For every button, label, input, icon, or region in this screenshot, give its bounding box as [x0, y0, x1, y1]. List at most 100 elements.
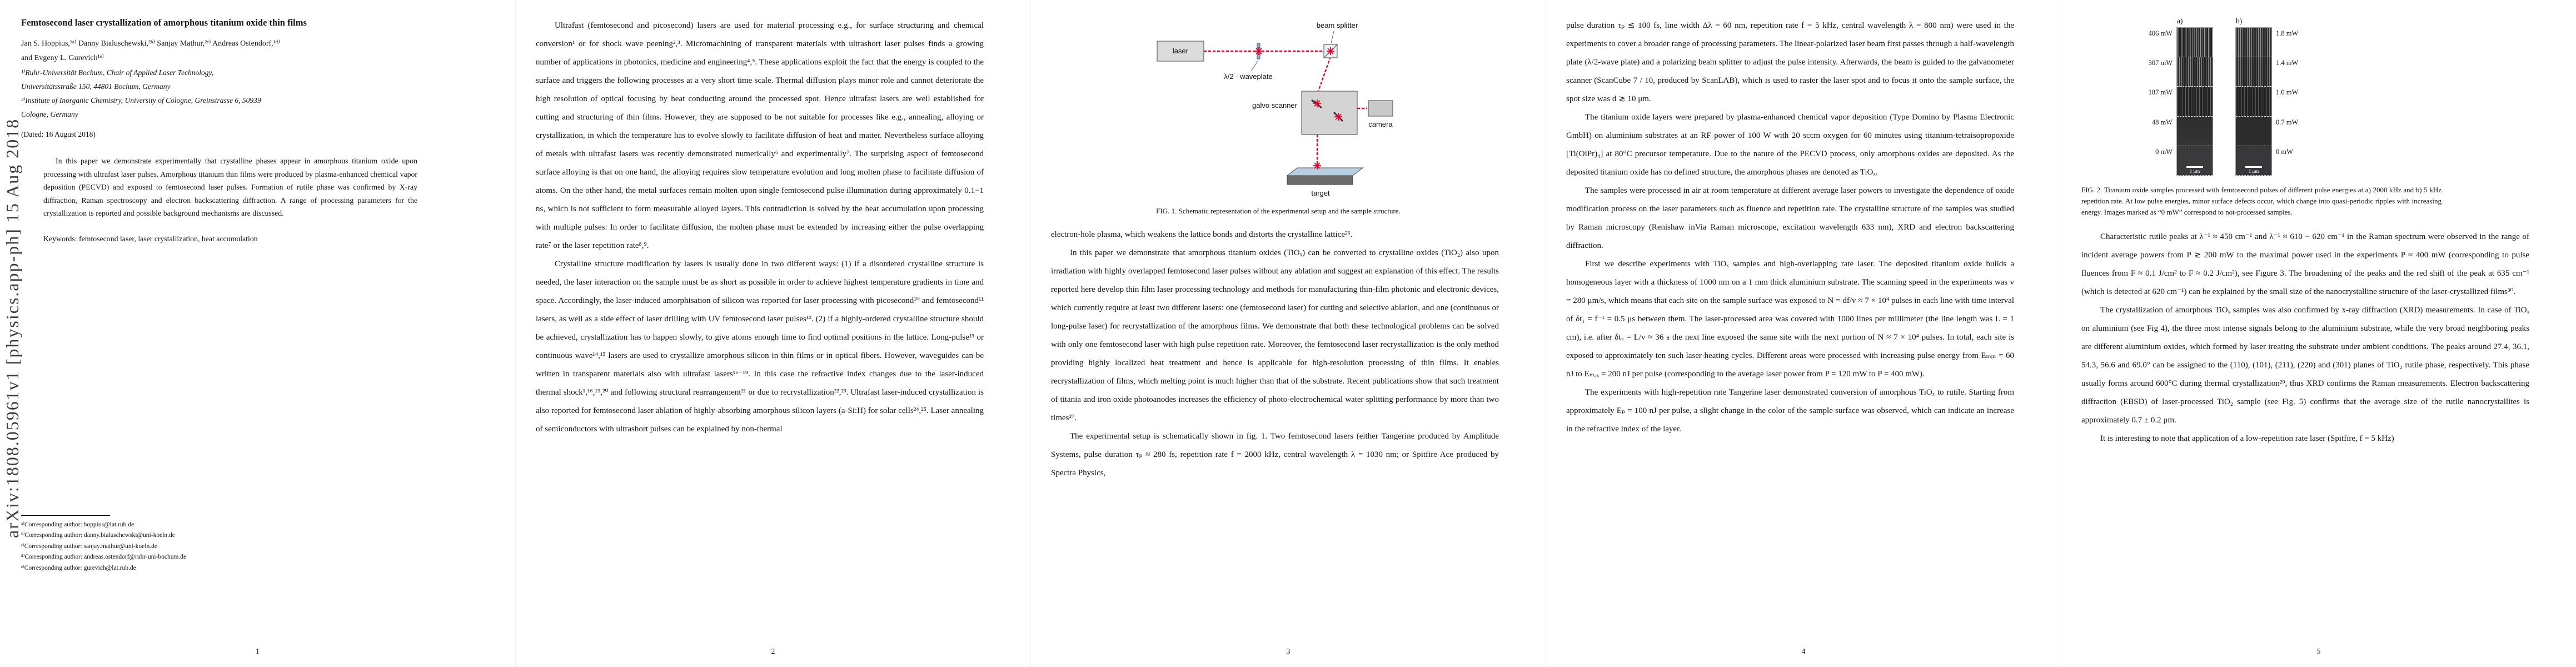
paper-title: Femtosecond laser crystallization of amo…: [21, 17, 307, 28]
paragraph: The samples were processed in air at roo…: [1566, 186, 2014, 250]
power-label: 0.7 mW: [2276, 118, 2299, 126]
power-labels-b: 1.8 mW 1.4 mW 1.0 mW 0.7 mW 0 mW: [2271, 28, 2318, 176]
page-number-3: 3: [1286, 647, 1291, 655]
authors-line-1: Jan S. Hoppius,¹ᵃ⁾ Danny Bialuschewski,²…: [21, 39, 280, 48]
footnote-c: ᶜ⁾Corresponding author: sanjay.mathur@un…: [21, 542, 157, 550]
page-1: arXiv:1808.05961v1 [physics.app-ph] 15 A…: [0, 0, 515, 667]
paragraph: electron-hole plasma, which weakens the …: [1051, 230, 1353, 239]
power-label: 406 mW: [2148, 29, 2173, 37]
paragraph: The titanium oxide layers were prepared …: [1566, 113, 2014, 177]
laser-label: laser: [1173, 47, 1189, 55]
authors-line-2: and Evgeny L. Gurevich¹ᵉ⁾: [21, 54, 104, 62]
scale-bar-line: [2245, 166, 2262, 168]
page-2-body: Ultrafast (femtosecond and picosecond) l…: [536, 17, 984, 439]
paragraph: The experiments with high-repetition rat…: [1566, 388, 2014, 434]
paragraph: The experimental setup is schematically …: [1051, 432, 1499, 477]
affiliation-1: ¹⁾Ruhr-Universität Bochum, Chair of Appl…: [21, 68, 214, 91]
keywords-line: Keywords: femtosecond laser, laser cryst…: [43, 234, 258, 243]
power-label: 307 mW: [2148, 59, 2173, 67]
target-sample: target: [1286, 161, 1364, 197]
paragraph: It is interesting to note that applicati…: [2100, 434, 2394, 443]
scale-bar-label: 1 μm: [2248, 168, 2259, 174]
sem-segment: [2177, 146, 2213, 176]
arxiv-watermark: arXiv:1808.05961v1 [physics.app-ph] 15 A…: [2, 118, 22, 538]
galvo-scanner-label: galvo scanner: [1252, 101, 1298, 109]
power-label: 187 mW: [2148, 88, 2173, 97]
beam-splitter-label: beam splitter: [1317, 21, 1358, 29]
sem-segment: [2236, 57, 2271, 87]
footnote-a: ᵃ⁾Corresponding author: hoppius@lat.rub.…: [21, 521, 134, 528]
beam-spark-icon: [1334, 112, 1343, 121]
beam-spark-icon: [1313, 99, 1322, 108]
laser-box: laser: [1157, 41, 1204, 62]
page-5-body: Characteristic rutile peaks at λ⁻¹ ≈ 450…: [2081, 228, 2529, 448]
galvo-scanner: galvo scanner: [1252, 91, 1358, 135]
footnote-e: ᵉ⁾Corresponding author: gurevich@lat.rub…: [21, 564, 136, 571]
affiliation-2: ²⁾Institute of Inorganic Chemistry, Univ…: [21, 96, 261, 118]
sem-segment: [2236, 116, 2271, 146]
power-label: 0 mW: [2276, 147, 2293, 156]
sem-image-a: 1 μm: [2176, 27, 2213, 176]
page-number-2: 2: [771, 647, 775, 655]
beam-spark-icon: [1326, 47, 1335, 56]
figure-2-caption: FIG. 2. Titanium oxide samples processed…: [2081, 186, 2442, 216]
footnote-b: ᵇ⁾Corresponding author: danny.bialuschew…: [21, 532, 175, 539]
date-line: (Dated: 16 August 2018): [21, 130, 96, 138]
sem-segment: [2236, 28, 2271, 58]
camera-label: camera: [1368, 120, 1393, 128]
sem-image-b: 1 μm: [2235, 27, 2272, 176]
waveplate-label: λ/2 - waveplate: [1224, 72, 1272, 81]
sem-panel-a: a) 1 μm: [2176, 17, 2213, 176]
paragraph: First we describe experiments with TiOₓ …: [1566, 260, 2014, 379]
figure-1: laser λ/2 - waveplate beam splitter: [1123, 19, 1434, 216]
camera: camera: [1368, 100, 1393, 128]
page-5: 406 mW 307 mW 187 mW 48 mW 0 mW a): [2061, 0, 2576, 667]
waveplate: λ/2 - waveplate: [1224, 43, 1273, 81]
scale-bar: 1 μm: [2236, 166, 2271, 174]
panel-a-label: a): [2177, 17, 2183, 25]
power-label: 1.8 mW: [2276, 29, 2299, 37]
power-label: 1.4 mW: [2276, 59, 2299, 67]
paragraph: Ultrafast (femtosecond and picosecond) l…: [536, 21, 984, 250]
scale-bar: 1 μm: [2177, 166, 2213, 174]
page-4: pulse duration τₚ ≲ 100 fs, line width Δ…: [1546, 0, 2061, 667]
footnote-rule: [21, 515, 110, 516]
figure-2-panels: 406 mW 307 mW 187 mW 48 mW 0 mW a): [2130, 17, 2536, 176]
paragraph: The crystallization of amorphous TiOₓ sa…: [2081, 306, 2529, 425]
power-labels-a: 406 mW 307 mW 187 mW 48 mW 0 mW: [2130, 28, 2177, 176]
power-label: 0 mW: [2155, 147, 2173, 156]
paragraph: Crystalline structure modification by la…: [536, 260, 984, 434]
beam-splitter: beam splitter: [1317, 21, 1358, 58]
page-4-body: pulse duration τₚ ≲ 100 fs, line width Δ…: [1566, 17, 2014, 439]
power-label: 1.0 mW: [2276, 88, 2299, 97]
sem-segment: [2236, 146, 2271, 176]
paragraph: Characteristic rutile peaks at λ⁻¹ ≈ 450…: [2081, 232, 2529, 296]
page-number-1: 1: [256, 647, 260, 655]
target-label: target: [1311, 189, 1330, 197]
scale-bar-label: 1 μm: [2189, 168, 2200, 174]
sem-segment: [2177, 87, 2213, 117]
beam-spark-icon: [1313, 161, 1322, 170]
sem-segment: [2177, 57, 2213, 87]
page-number-4: 4: [1801, 647, 1806, 655]
page-3-body: electron-hole plasma, which weakens the …: [1051, 226, 1499, 482]
experimental-setup-diagram: laser λ/2 - waveplate beam splitter: [1157, 21, 1393, 197]
panel-b-label: b): [2236, 17, 2243, 25]
scale-bar-line: [2186, 166, 2203, 168]
sem-segment: [2177, 28, 2213, 58]
figure-1-caption: FIG. 1. Schematic representation of the …: [1156, 207, 1401, 215]
paragraph: In this paper we demonstrate that amorph…: [1051, 248, 1499, 422]
abstract: In this paper we demonstrate experimenta…: [43, 157, 417, 217]
page-2: Ultrafast (femtosecond and picosecond) l…: [515, 0, 1030, 667]
title-block: Femtosecond laser crystallization of amo…: [21, 17, 475, 243]
figure-2: 406 mW 307 mW 187 mW 48 mW 0 mW a): [2081, 17, 2536, 218]
sem-panel-b: b) 1 μm: [2235, 17, 2272, 176]
sem-segment: [2177, 116, 2213, 146]
page-number-5: 5: [2316, 647, 2321, 655]
footnote-block: ᵃ⁾Corresponding author: hoppius@lat.rub.…: [21, 515, 186, 574]
beam-spark-icon: [1254, 47, 1263, 56]
paragraph: pulse duration τₚ ≲ 100 fs, line width Δ…: [1566, 21, 2014, 103]
laser-beam-path: [1204, 50, 1367, 165]
sem-segment: [2236, 87, 2271, 117]
